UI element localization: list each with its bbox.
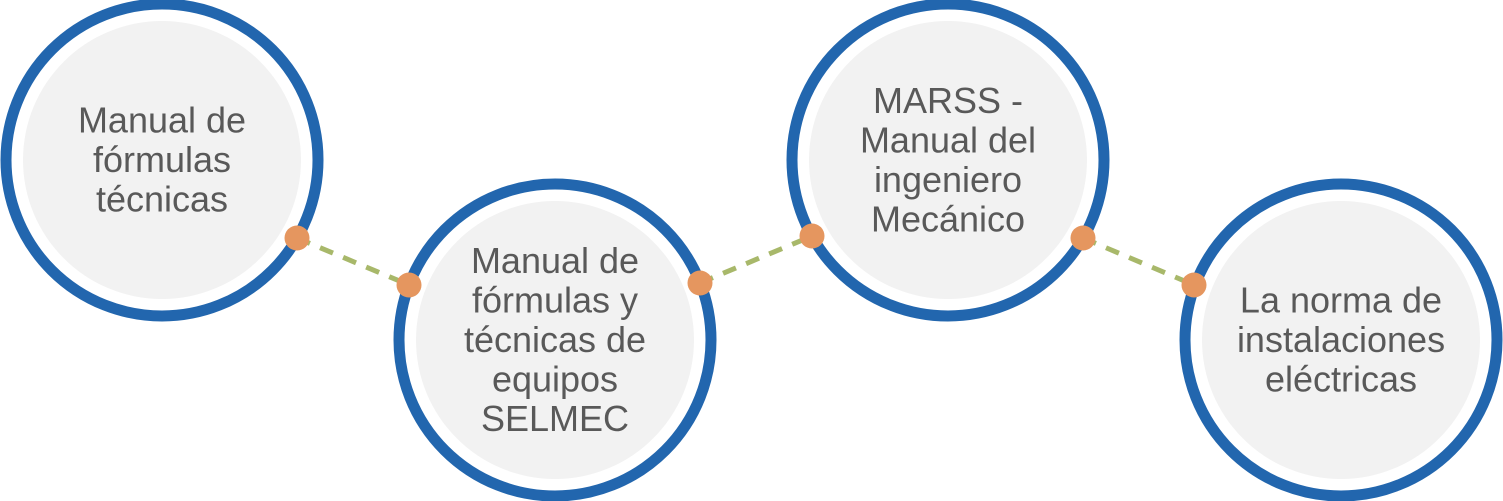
node-label-line: Mecánico — [871, 198, 1025, 239]
connector-dot — [1181, 272, 1207, 298]
connector-dot — [396, 272, 422, 298]
node-label-line: SELMEC — [481, 398, 629, 439]
node-label-line: fórmulas y — [472, 280, 638, 321]
connector-line-3 — [1082, 235, 1195, 288]
connector-dot — [1070, 225, 1096, 251]
node-fill — [809, 21, 1087, 299]
node-label-line: fórmulas — [93, 139, 231, 180]
node-label-line: eléctricas — [1265, 359, 1417, 400]
connector-line-1 — [296, 235, 410, 288]
node-label-line: La norma de — [1240, 280, 1442, 321]
node-fill — [23, 21, 301, 299]
node-label-line: Manual del — [860, 119, 1036, 160]
node-fill — [1202, 201, 1480, 479]
node-label-line: Manual de — [78, 100, 246, 141]
node-label-line: equipos — [492, 359, 618, 400]
connector-dot — [284, 225, 310, 251]
node-label-line: Manual de — [471, 240, 639, 281]
node-fill — [416, 201, 694, 479]
connector-dot — [799, 223, 825, 249]
connector-dot — [687, 270, 713, 296]
connector-line-2 — [699, 233, 813, 286]
node-label-line: ingeniero — [874, 159, 1022, 200]
node-label-line: MARSS - — [873, 80, 1023, 121]
node-label-line: instalaciones — [1237, 319, 1445, 360]
node-label-line: técnicas — [96, 179, 228, 220]
node-label-line: técnicas de — [464, 319, 646, 360]
